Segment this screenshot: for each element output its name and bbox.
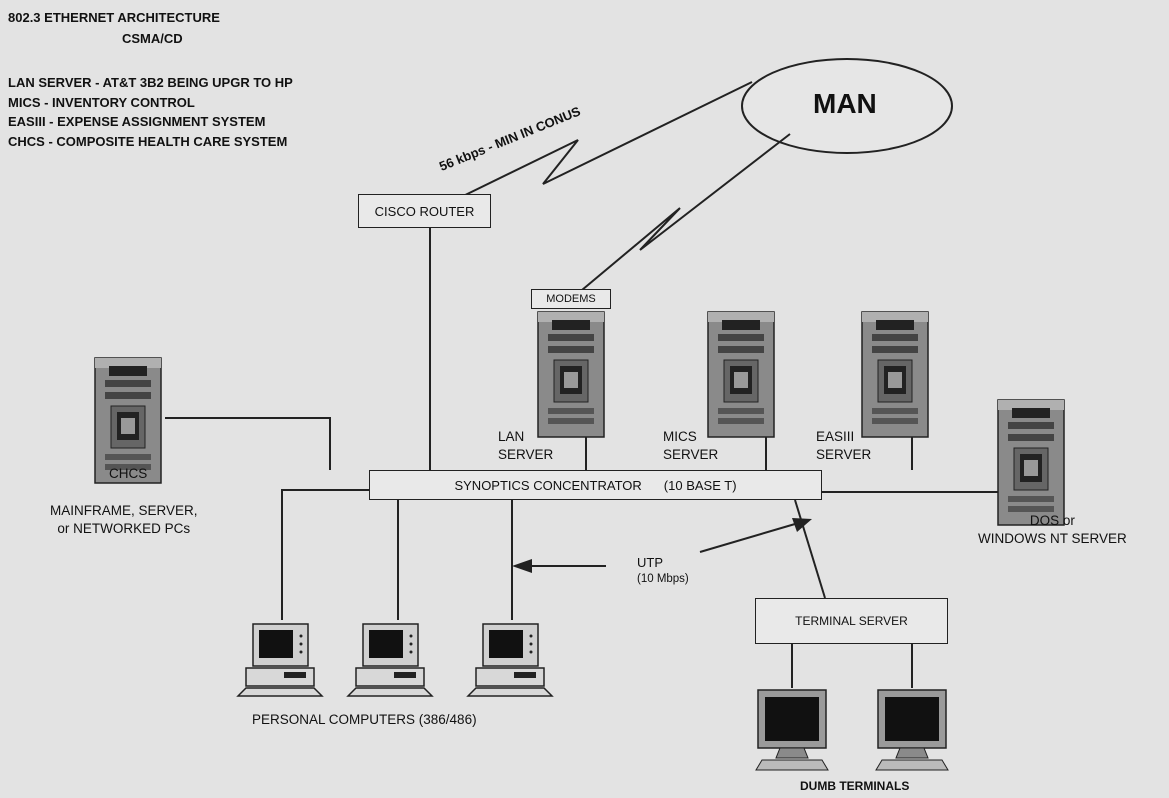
wan-link-router [454, 81, 753, 201]
chcs-server-icon [94, 357, 162, 484]
pc-icon [347, 623, 433, 697]
mics-server-icon [707, 311, 775, 438]
legend-item: CHCS - COMPOSITE HEALTH CARE SYSTEM [8, 134, 288, 149]
nt-server-label: DOS or WINDOWS NT SERVER [978, 513, 1127, 546]
pc-icon [237, 623, 323, 697]
wan-link-modems [581, 133, 791, 291]
easiii-server-label: EASIII SERVER [816, 429, 872, 462]
terminal-server-box: TERMINAL SERVER [755, 598, 948, 644]
cisco-router-box: CISCO ROUTER [358, 194, 491, 228]
concentrator-name: SYNOPTICS CONCENTRATOR [454, 477, 642, 493]
legend-item: EASIII - EXPENSE ASSIGNMENT SYSTEM [8, 114, 266, 129]
legend-item: MICS - INVENTORY CONTROL [8, 95, 195, 110]
nt-server-icon [997, 399, 1065, 526]
man-label: MAN [813, 88, 877, 119]
chcs-label: CHCS [109, 466, 148, 481]
lan-server-label: LAN SERVER [498, 429, 554, 462]
pcs-label: PERSONAL COMPUTERS (386/486) [252, 712, 477, 727]
modems-box: MODEMS [531, 289, 611, 309]
dumb-terminals-label: DUMB TERMINALS [800, 779, 910, 793]
modems-label: MODEMS [546, 293, 596, 305]
cisco-router-label: CISCO ROUTER [374, 203, 475, 219]
legend-item: LAN SERVER - AT&T 3B2 BEING UPGR TO HP [8, 75, 293, 90]
concentrator-spec: (10 BASE T) [663, 477, 737, 493]
diagram-title: 802.3 ETHERNET ARCHITECTURE [8, 10, 220, 25]
dumb-terminal-icon [875, 689, 949, 771]
terminal-server-label: TERMINAL SERVER [795, 614, 908, 628]
chcs-description: MAINFRAME, SERVER, or NETWORKED PCs [50, 503, 198, 536]
easiii-server-icon [861, 311, 929, 438]
dumb-terminal-icon [755, 689, 829, 771]
man-ellipse [741, 58, 953, 154]
concentrator-box: SYNOPTICS CONCENTRATOR (10 BASE T) [369, 470, 822, 500]
mics-server-label: MICS SERVER [663, 429, 719, 462]
diagram-subtitle: CSMA/CD [122, 31, 183, 46]
lan-server-icon [537, 311, 605, 438]
pc-icon [467, 623, 553, 697]
utp-label: UTP (10 Mbps) [637, 555, 689, 585]
